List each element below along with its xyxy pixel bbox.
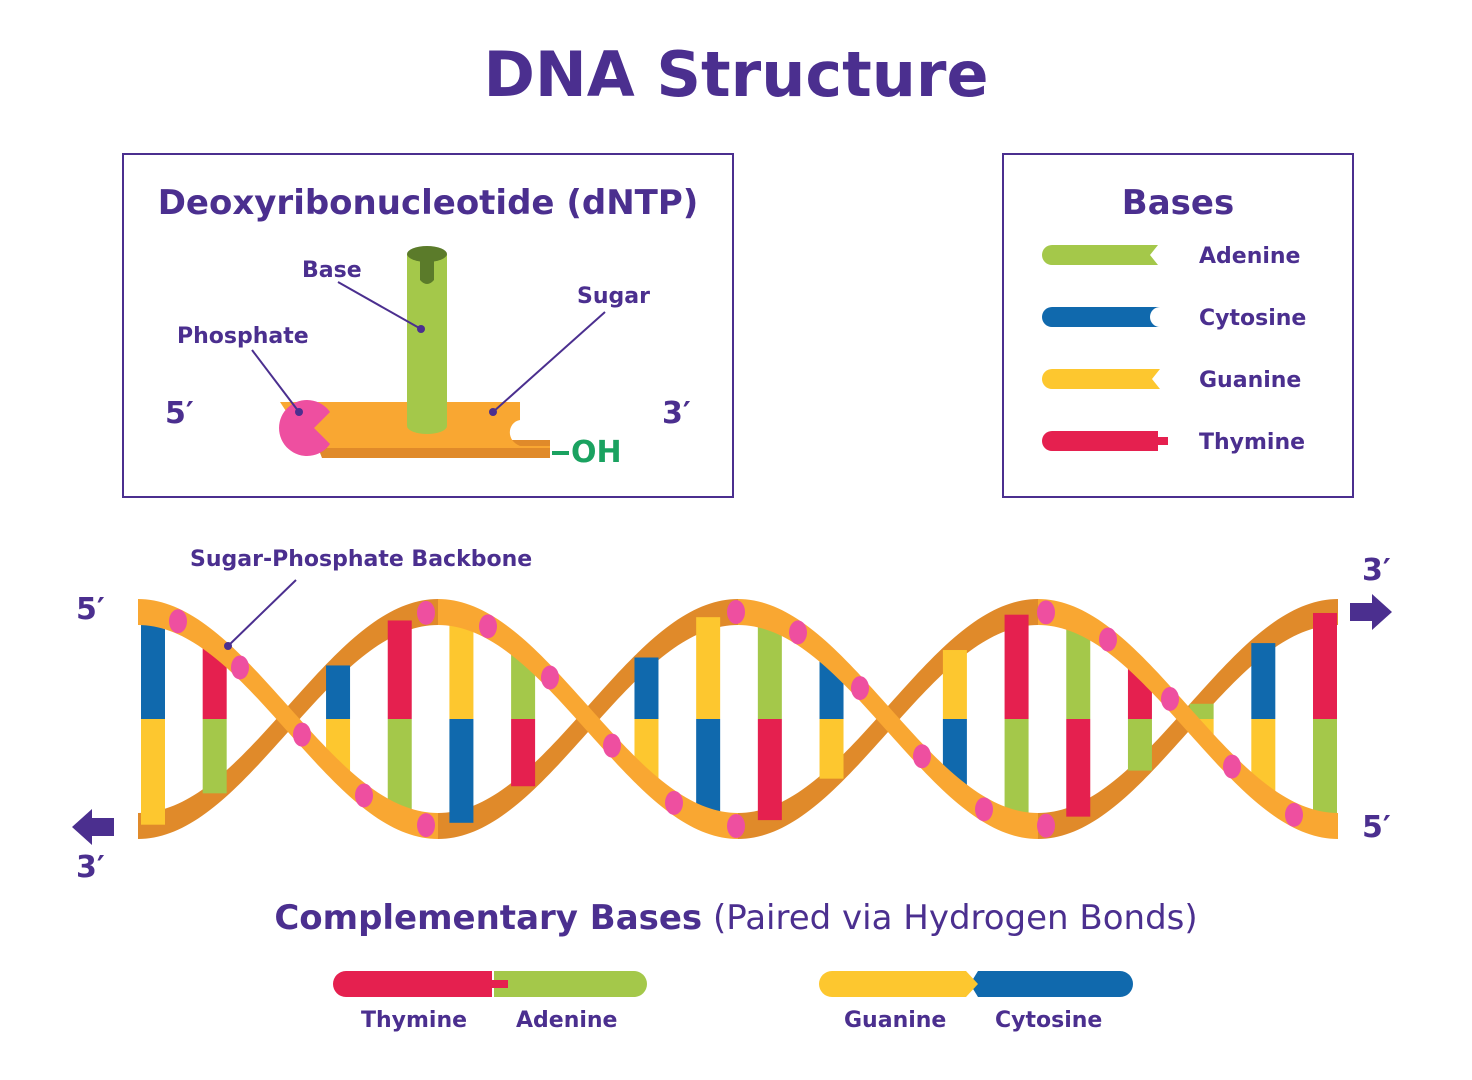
base-pair-bottom [141,719,165,825]
phosphate-dot [727,600,745,625]
pair1-right-label: Adenine [516,1008,618,1033]
helix-top-right-end: 3′ [1362,553,1391,588]
complementary-title-bold: Complementary Bases [274,898,703,938]
legend-bars [1042,245,1168,451]
dntp-title: Deoxyribonucleotide (dNTP) [157,183,699,223]
back-strand [138,599,1338,839]
phosphate-dot [665,790,683,815]
phosphate-dot [541,665,559,690]
base-pair-bottom [511,719,536,787]
phosphate-dot [727,813,745,838]
legend-thymine: Thymine [1199,430,1306,455]
base-pair-top [326,665,351,719]
base-pair-bottom [449,719,474,823]
phosphate-label: Phosphate [177,324,309,349]
phosphate-dot [169,609,187,634]
base-pair-top [1251,643,1276,719]
base-pair-bottom [1066,719,1091,817]
guanine-cytosine-pair [819,971,1133,997]
backbone-label: Sugar-Phosphate Backbone [190,547,533,572]
base-pair-top [449,615,474,719]
helix-bottom-left-end: 3′ [76,850,105,885]
complementary-bars [333,971,1133,997]
phosphate-dot [417,600,435,625]
phosphate-dot [1285,802,1303,827]
base-pair-bottom [1127,719,1152,771]
phosphate-dot [1161,686,1179,711]
pair1-left-label: Thymine [361,1008,468,1033]
phosphate-dot [603,733,621,758]
phosphate-ball [279,400,330,457]
phosphate-dot [417,813,435,838]
phosphate-dot [231,655,249,680]
base-pair-bottom [819,719,844,779]
base-pair-top [942,650,967,719]
pair2-left-label: Guanine [844,1008,947,1033]
nucleotide-illustration [251,246,606,458]
phosphate-dot [1223,754,1241,779]
phosphate-dot [293,722,311,747]
legend-cytosine: Cytosine [1199,306,1307,331]
cytosine-bar-icon [1042,307,1168,327]
phosphate-dot [975,797,993,822]
dntp-five-prime: 5′ [165,396,194,431]
phosphate-dots [169,600,1303,838]
base-pair-top [696,617,721,719]
phosphate-dot [355,783,373,808]
base-label: Base [302,258,362,283]
strand-a-segment [138,599,438,839]
base-pair-top [141,613,165,719]
phosphate-dot [1037,813,1055,838]
complementary-title-note: (Paired via Hydrogen Bonds) [712,898,1198,938]
bases-legend-title: Bases [1121,183,1235,223]
base-pair-top [387,620,412,719]
base-pair-top [757,617,782,719]
hydroxyl-label: OH [571,435,622,470]
adenine-bar-icon [1042,245,1158,265]
sugar-label: Sugar [577,284,650,309]
base-pairs [141,612,1337,826]
arrow-left-icon [72,809,114,845]
base-pair-bottom [757,719,782,821]
helix-top-left-end: 5′ [76,592,105,627]
base-pair-bottom [696,719,721,821]
base-pair-top [1313,612,1337,719]
phosphate-dot [913,744,931,769]
legend-adenine: Adenine [1199,244,1301,269]
complementary-title: Complementary Bases (Paired via Hydrogen… [0,898,1472,938]
base-pair-top [1004,614,1029,719]
arrow-right-icon [1350,594,1392,630]
dntp-three-prime: 3′ [662,396,691,431]
phosphate-dot [479,614,497,639]
phosphate-dot [789,620,807,645]
front-strand [138,599,1338,839]
strand-a-segment [738,599,1038,839]
phosphate-dot [851,676,869,701]
guanine-bar-icon [1042,369,1160,389]
pair2-right-label: Cytosine [995,1008,1103,1033]
base-pair-bottom [202,719,227,794]
page-title: DNA Structure [483,38,989,111]
thymine-bar-icon [1042,431,1168,451]
phosphate-dot [1037,600,1055,625]
base-pair-top [634,657,659,719]
strand-b-segment [438,599,738,839]
base-pair-bottom [1004,719,1029,824]
double-helix [72,579,1392,845]
helix-bottom-right-end: 5′ [1362,810,1391,845]
phosphate-dot [1099,627,1117,652]
legend-guanine: Guanine [1199,368,1302,393]
thymine-adenine-pair [333,971,647,997]
base-pair-bottom [1313,719,1337,826]
strand-b-segment [1038,599,1338,839]
